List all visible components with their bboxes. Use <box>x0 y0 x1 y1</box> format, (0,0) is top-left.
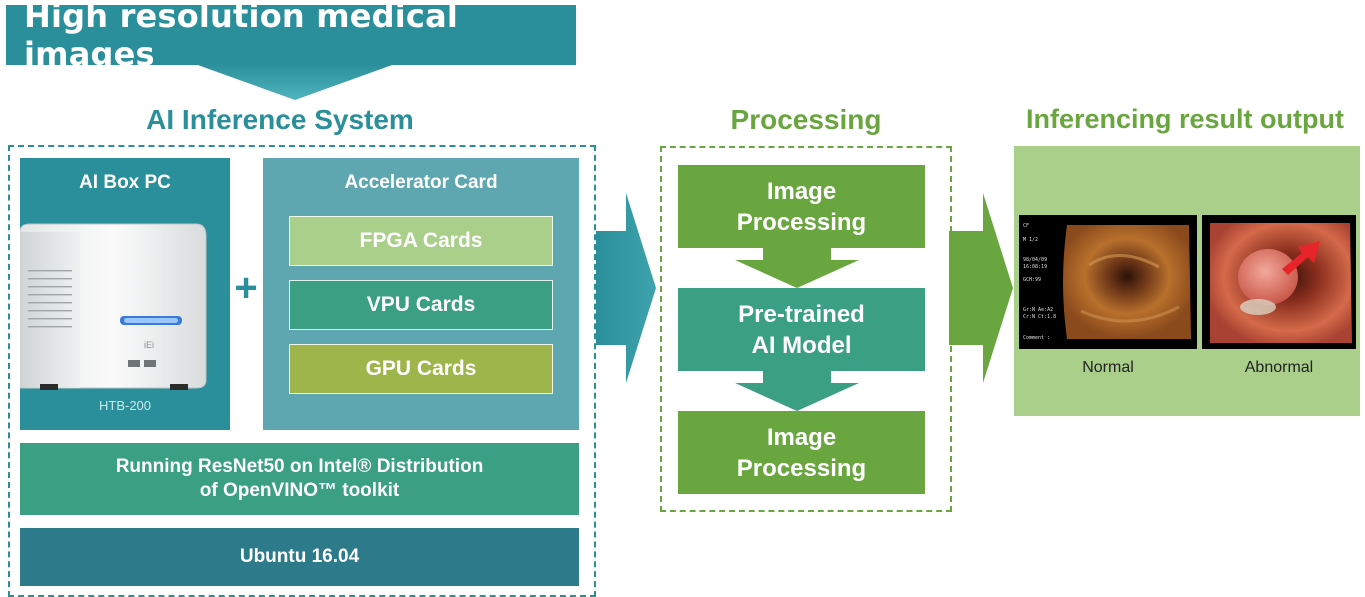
pretrained-model-box: Pre-trained AI Model <box>678 288 925 371</box>
processing-title: Processing <box>730 104 882 135</box>
banner-title: High resolution medical images <box>24 0 459 73</box>
ai-box-pc-panel: AI Box PC iEi HTB-200 <box>20 158 230 430</box>
overlay-line-2: M 1/2 <box>1023 237 1038 243</box>
ubuntu-os-bar: Ubuntu 16.04 <box>20 528 579 586</box>
overlay-line-3: 98/04/09 <box>1023 257 1047 263</box>
overlay-line-5: GCH:99 <box>1023 277 1041 283</box>
gpu-cards-box: GPU Cards <box>289 344 553 394</box>
red-arrow-icon <box>1282 241 1320 275</box>
down-arrow-icon <box>195 64 395 100</box>
ai-box-pc-title: AI Box PC <box>79 172 171 193</box>
overlay-line-1: CF <box>1023 223 1029 229</box>
accelerator-card-panel: Accelerator Card FPGA Cards VPU Cards GP… <box>263 158 579 430</box>
overlay-line-7: Cr:N Ct:1.8 <box>1023 314 1056 320</box>
overlay-line-6: Gr:N Ae:A2 <box>1023 307 1053 313</box>
image-processing-box-1: Image Processing <box>678 165 925 248</box>
down-arrow-icon <box>735 248 859 288</box>
step3-line2: Processing <box>736 454 867 482</box>
overlay-line-4: 16:08:19 <box>1023 264 1047 270</box>
normal-endoscopy-image: CF M 1/2 98/04/09 16:08:19 GCH:99 Gr:N A… <box>1019 215 1197 349</box>
os-label: Ubuntu 16.04 <box>239 546 360 567</box>
toolkit-line-1: Running ResNet50 on Intel® Distribution <box>115 456 484 477</box>
output-title: Inferencing result output <box>1025 104 1344 134</box>
vpu-cards-label: VPU Cards <box>366 293 476 316</box>
fpga-cards-box: FPGA Cards <box>289 216 553 266</box>
step1-line2: Processing <box>736 208 867 236</box>
overlay-line-8: Comment : <box>1023 335 1050 341</box>
title-banner: High resolution medical images <box>6 0 576 73</box>
step3-line1: Image <box>766 423 837 451</box>
box-pc-logo: iEi <box>144 340 154 350</box>
normal-caption: Normal <box>1082 359 1134 376</box>
box-pc-model-label: HTB-200 <box>98 398 152 413</box>
toolkit-line-2: of OpenVINO™ toolkit <box>199 480 400 501</box>
vpu-cards-box: VPU Cards <box>289 280 553 330</box>
step1-line1: Image <box>766 177 837 205</box>
abnormal-endoscopy-image <box>1202 215 1356 349</box>
right-arrow-icon <box>949 193 1013 383</box>
step2-line2: AI Model <box>751 331 852 359</box>
abnormal-caption: Abnormal <box>1244 359 1314 376</box>
down-arrow-icon <box>735 371 859 411</box>
image-processing-box-2: Image Processing <box>678 411 925 494</box>
right-arrow-icon <box>596 193 656 383</box>
step2-line1: Pre-trained <box>738 300 865 328</box>
openvino-toolkit-bar: Running ResNet50 on Intel® Distribution … <box>20 443 579 515</box>
plus-icon: + <box>234 266 258 310</box>
polyp-marker <box>1238 249 1298 305</box>
ai-system-title: AI Inference System <box>146 104 414 135</box>
accelerator-card-title: Accelerator Card <box>344 172 498 193</box>
gpu-cards-label: GPU Cards <box>365 357 477 380</box>
box-pc-image: iEi <box>20 223 207 390</box>
fpga-cards-label: FPGA Cards <box>359 229 483 252</box>
